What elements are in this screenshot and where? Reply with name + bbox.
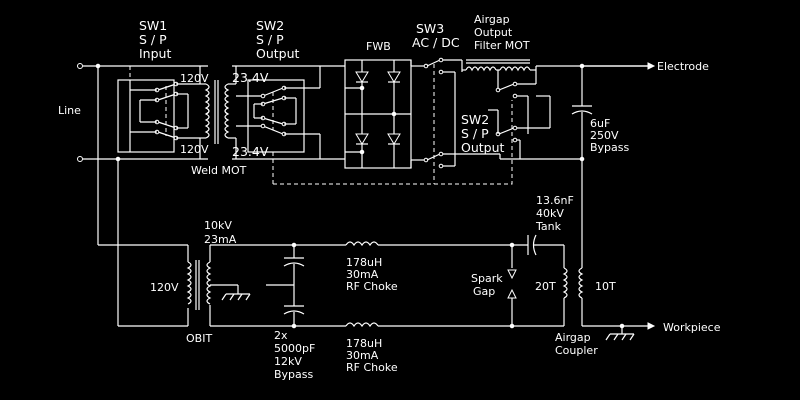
svg-text:12kV: 12kV: [274, 355, 302, 368]
svg-text:23mA: 23mA: [204, 233, 237, 246]
svg-text:30mA: 30mA: [346, 349, 379, 362]
rf-choke-bottom: [345, 322, 564, 328]
hv-bypass-capacitors: [266, 242, 305, 329]
electrode-terminal: [582, 62, 656, 70]
airgap-filter-label: Airgap Output Filter MOT: [474, 13, 530, 52]
svg-text:Airgap: Airgap: [555, 331, 591, 344]
bypass-capacitor-6uf: [571, 63, 593, 162]
rf-choke-bottom-label: 178uH 30mA RF Choke: [346, 337, 398, 374]
svg-text:S / P: S / P: [139, 32, 167, 47]
svg-text:Output: Output: [256, 46, 300, 61]
svg-text:5000pF: 5000pF: [274, 342, 315, 355]
svg-text:Output: Output: [474, 26, 513, 39]
rf-choke-top: [345, 241, 528, 247]
svg-text:30mA: 30mA: [346, 268, 379, 281]
tank-capacitor: [527, 234, 565, 268]
line-label: Line: [58, 104, 81, 117]
svg-text:RF Choke: RF Choke: [346, 361, 398, 374]
svg-text:SW1: SW1: [139, 18, 167, 33]
airgap-coupler: [562, 159, 648, 341]
sw3-label: SW3 AC / DC: [412, 21, 460, 50]
sw2-top-label: SW2 S / P Output: [256, 18, 300, 61]
tank-cap-label: 13.6nF 40kV Tank: [535, 194, 574, 233]
svg-text:SW3: SW3: [416, 21, 444, 36]
obit-feed: [95, 63, 188, 327]
svg-text:10kV: 10kV: [204, 219, 232, 232]
svg-text:Coupler: Coupler: [555, 344, 598, 357]
svg-text:S / P: S / P: [461, 126, 489, 141]
sw2-bypass-switch: [488, 70, 582, 160]
output-filter-inductor: [461, 59, 648, 88]
sw2-mid-label: SW2 S / P Output: [461, 112, 505, 155]
svg-text:178uH: 178uH: [346, 337, 382, 350]
svg-text:Tank: Tank: [535, 220, 562, 233]
primary-voltage-top: 120V: [180, 72, 209, 85]
svg-text:Filter MOT: Filter MOT: [474, 39, 530, 52]
svg-text:Spark: Spark: [471, 272, 503, 285]
weld-mot-label: Weld MOT: [191, 164, 247, 177]
coil-10t-label: 10T: [595, 280, 616, 293]
svg-text:Input: Input: [139, 46, 171, 61]
spark-gap: [507, 242, 517, 329]
svg-text:S / P: S / P: [256, 32, 284, 47]
full-wave-bridge: [344, 59, 425, 169]
hv-bypass-label: 2x 5000pF 12kV Bypass: [274, 329, 315, 381]
sw3-ac-dc-switch: [423, 57, 500, 184]
svg-text:178uH: 178uH: [346, 256, 382, 269]
spark-gap-label: Spark Gap: [471, 272, 503, 298]
obit-transformer: [186, 245, 251, 326]
line-terminals: [77, 63, 130, 162]
svg-text:Bypass: Bypass: [274, 368, 314, 381]
svg-text:AC / DC: AC / DC: [412, 35, 460, 50]
bypass-cap-label: 6uF 250V Bypass: [590, 117, 630, 154]
electrode-label: Electrode: [657, 60, 709, 73]
workpiece-terminal: [647, 322, 656, 330]
svg-text:250V: 250V: [590, 129, 619, 142]
svg-text:6uF: 6uF: [590, 117, 610, 130]
hv-rating-label: 10kV 23mA: [204, 219, 237, 246]
svg-text:Gap: Gap: [473, 285, 495, 298]
sw1-switch: [117, 66, 200, 153]
airgap-coupler-label: Airgap Coupler: [555, 331, 598, 357]
svg-text:SW2: SW2: [461, 112, 489, 127]
sw-mechanical-link: [273, 100, 513, 185]
svg-text:RF Choke: RF Choke: [346, 280, 398, 293]
weld-mot-transformer: [199, 66, 237, 159]
svg-text:Airgap: Airgap: [474, 13, 510, 26]
workpiece-label: Workpiece: [663, 321, 721, 334]
svg-text:2x: 2x: [274, 329, 288, 342]
coil-20t-label: 20T: [535, 280, 556, 293]
sw2-output-switch: [236, 66, 321, 184]
svg-text:13.6nF: 13.6nF: [536, 194, 574, 207]
secondary-voltage-top: 23.4V: [232, 70, 269, 85]
svg-text:Bypass: Bypass: [590, 141, 630, 154]
obit-primary-voltage: 120V: [150, 281, 179, 294]
sw1-label: SW1 S / P Input: [139, 18, 171, 61]
svg-text:Output: Output: [461, 140, 505, 155]
primary-voltage-bottom: 120V: [180, 143, 209, 156]
svg-text:SW2: SW2: [256, 18, 284, 33]
svg-text:40kV: 40kV: [536, 207, 564, 220]
obit-label: OBIT: [186, 332, 212, 345]
fwb-label: FWB: [366, 40, 391, 53]
rf-choke-top-label: 178uH 30mA RF Choke: [346, 256, 398, 293]
